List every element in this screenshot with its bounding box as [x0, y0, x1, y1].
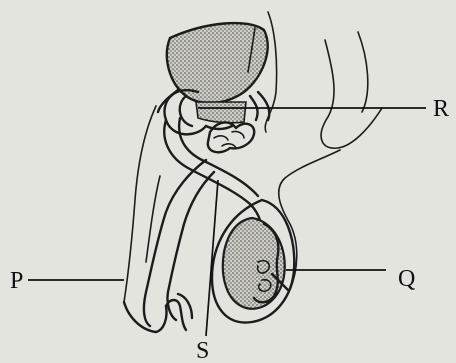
penis: [124, 294, 192, 332]
leader-line-s: [206, 180, 218, 336]
label-r: R: [433, 96, 449, 122]
label-s: S: [196, 338, 209, 363]
label-p: P: [10, 268, 23, 294]
prostate-gland: [196, 102, 246, 123]
label-q: Q: [398, 266, 415, 292]
vas-deferens: [164, 118, 262, 234]
leader-lines: [28, 108, 426, 336]
